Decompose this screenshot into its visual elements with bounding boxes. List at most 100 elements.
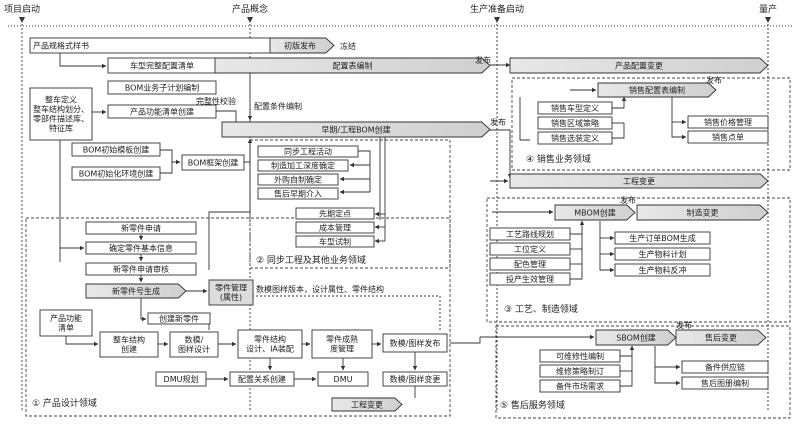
box-sync_eng: [257, 145, 359, 158]
domain-frame-5: [495, 325, 791, 419]
box-outsource: [257, 173, 339, 186]
bar-eng_change: [509, 173, 769, 189]
domain-label-5: ⑤ 售后服务领域: [500, 399, 565, 411]
text-dmu_plan: DMU规划: [164, 374, 199, 384]
connector: [671, 97, 687, 140]
box-route_plan: [489, 227, 571, 241]
text-sales_order: 销售点单: [712, 132, 744, 142]
box-order_bom: [614, 231, 711, 245]
bar-aftersale_change: [675, 329, 767, 346]
text-vehicle_struct: 整车结构创建: [113, 335, 145, 354]
box-func_list: [107, 104, 217, 119]
bar-sales_config_edit: [597, 82, 717, 98]
text-maturity: 零件成熟度管理: [326, 334, 358, 353]
text-vehicle_config: 车型完整配置清单: [130, 60, 194, 70]
box-bom_frame: [181, 154, 245, 171]
box-parts_demand: [539, 379, 621, 393]
text-order_bom: 生产订单BOM生成: [629, 233, 696, 243]
box-maturity: [311, 329, 373, 359]
connector: [208, 139, 251, 270]
text-product_config_change: 产品配置变更: [615, 61, 663, 71]
text-sales_region: 销售区域策略: [551, 118, 599, 128]
box-maint_edit: [539, 349, 621, 363]
box-model_change: [382, 371, 448, 387]
text-release3: 发布: [706, 75, 722, 85]
text-aftersale_early: 售后早期介入: [274, 188, 322, 198]
text-sbom_create: SBOM创建: [616, 333, 656, 343]
text-sales_models: 销售车型定义: [551, 103, 599, 113]
text-maint_strategy: 维修策略制订: [556, 366, 604, 376]
connector: [160, 149, 181, 165]
box-color_mgmt: [489, 257, 571, 271]
text-config_rel: 配置关系创建: [238, 374, 286, 384]
bar-first_release: [269, 37, 335, 54]
box-func_list_in: [39, 309, 93, 337]
text-cost_mgmt: 成本管理: [319, 222, 351, 232]
box-maint_strategy: [539, 364, 621, 378]
box-process_depth: [257, 159, 349, 172]
connector: [59, 53, 107, 69]
milestone-marker: [247, 17, 253, 23]
bar-eng_change2: [331, 397, 403, 412]
connector: [358, 150, 371, 192]
box-material_back: [614, 263, 711, 277]
text-bom_env: BOM初始化环境创建: [79, 168, 154, 178]
box-production_mgmt: [489, 272, 571, 286]
milestone-0: 项目启动: [4, 3, 40, 15]
domain-frame-1: [25, 217, 451, 417]
text-bom_frame: BOM框架创建: [188, 157, 239, 167]
text-maint_edit: 可维修性编制: [556, 351, 604, 361]
text-config_cond: 配置条件编制: [254, 101, 302, 111]
text-complete_check: 完整性校验: [196, 96, 236, 106]
text-spec_book: 产品规格式样书: [33, 40, 89, 50]
connector: [488, 129, 513, 179]
text-release1: 发布: [475, 55, 491, 65]
text-model_change: 数模/图样变更: [390, 374, 441, 384]
box-part_mgmt: [208, 279, 254, 306]
bar-config_table_edit: [214, 57, 491, 74]
text-digital_design: 数模/图样设计: [178, 335, 210, 354]
box-config_rel: [229, 371, 295, 387]
connector: [519, 97, 530, 141]
box-advanced_point: [295, 207, 375, 220]
box-dmu: [317, 371, 369, 387]
text-station_def: 工位定义: [514, 244, 546, 254]
text-aftersale_change: 售后变更: [705, 333, 737, 343]
text-confirm_basic: 确定零件基本信息: [109, 243, 173, 253]
text-freeze: 冻结: [340, 41, 356, 51]
box-parts_supply: [681, 360, 769, 374]
text-review_req: 新零件申请审核: [113, 264, 169, 274]
bar-product_config_change: [509, 57, 769, 74]
text-trial_prod: 车型试制: [319, 236, 351, 246]
milestone-marker: [765, 17, 771, 23]
text-part_mgmt: 零件管理(属性): [215, 283, 247, 302]
box-vehicle_struct: [99, 331, 159, 358]
text-sales_config_edit: 销售配置表编制: [629, 85, 685, 95]
connector: [570, 220, 585, 235]
text-dmu: DMU: [334, 375, 353, 384]
connector: [612, 96, 627, 109]
connector: [620, 356, 633, 387]
box-sales_models: [537, 101, 613, 115]
text-advanced_point: 先期定点: [319, 208, 351, 218]
connector: [620, 345, 635, 357]
text-release2: 发布: [490, 117, 506, 127]
text-route_plan: 工艺路线规划: [506, 229, 554, 239]
box-dmu_plan: [155, 371, 207, 387]
connector: [612, 123, 625, 139]
text-model_release: 数模/图样发布: [390, 338, 441, 348]
domain-label-3: ③ 工艺、制造领域: [504, 303, 578, 315]
domain-frame-2: [249, 139, 451, 269]
box-sales_price: [687, 115, 769, 129]
bar-early_bom: [221, 121, 491, 138]
box-sales_options: [537, 131, 613, 145]
connector: [450, 337, 481, 344]
text-new_part_req: 新零件申请: [121, 223, 161, 233]
text-part_number: 新零件号生成: [112, 286, 160, 296]
text-material_back: 生产物料反冲: [639, 265, 687, 275]
milestone-2: 生产准备启动: [470, 3, 524, 15]
box-bom_sub_plan: [107, 80, 217, 95]
box-create_part: [147, 312, 211, 325]
box-sales_order: [687, 130, 769, 144]
box-model_release: [382, 333, 448, 353]
